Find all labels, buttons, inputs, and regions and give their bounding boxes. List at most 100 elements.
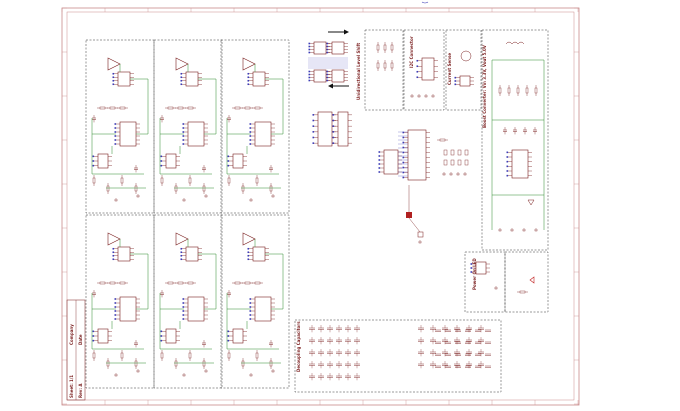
pin-marker	[182, 310, 185, 312]
pin-marker	[249, 135, 252, 137]
pin-marker	[182, 302, 185, 304]
pin-marker	[112, 79, 115, 82]
passive	[464, 159, 469, 166]
pin-marker	[506, 156, 509, 158]
pin-marker	[402, 171, 405, 174]
pin-marker	[160, 160, 163, 162]
ic-body	[187, 296, 205, 322]
ic-body	[252, 71, 266, 87]
ic-body	[187, 121, 205, 147]
resistor	[188, 352, 192, 359]
dashed-section-box	[220, 214, 290, 389]
pin-marker	[227, 160, 230, 162]
pin-marker	[182, 306, 185, 308]
pin-marker	[470, 263, 473, 265]
pin-marker	[247, 83, 250, 86]
pin-marker	[312, 136, 315, 139]
resistor	[99, 106, 106, 110]
pin-marker	[92, 155, 95, 158]
caps-title: Decoupling Capacitors	[296, 321, 301, 372]
title-block-company: Company	[69, 324, 74, 345]
pin-marker	[92, 160, 95, 162]
pin-marker	[312, 114, 315, 116]
resistor	[244, 106, 251, 110]
level-shift-ics	[308, 41, 352, 147]
resistor	[134, 185, 138, 192]
resistor	[498, 87, 502, 94]
dashed-section-box	[464, 251, 506, 313]
resistor	[92, 352, 96, 359]
pin-marker	[249, 143, 252, 145]
pin-marker	[249, 310, 252, 312]
pin-marker	[92, 335, 95, 337]
pin-marker	[249, 127, 252, 129]
ic-body	[232, 153, 244, 169]
pin-marker	[402, 156, 405, 159]
ic-body	[117, 71, 131, 87]
dashed-section-box	[220, 39, 290, 214]
decoupling-capacitor-grid	[309, 325, 491, 381]
pin-marker	[332, 142, 335, 144]
pin-marker	[249, 123, 252, 125]
ic-body	[313, 69, 327, 83]
resistor	[241, 360, 245, 367]
pin-marker	[326, 45, 329, 48]
pin-marker	[308, 73, 311, 76]
pin-marker	[249, 298, 252, 300]
diode	[527, 199, 535, 206]
resistor	[167, 281, 174, 285]
resistor	[383, 44, 387, 51]
dashed-section-box	[153, 39, 223, 214]
ic-body	[331, 69, 345, 83]
opamp	[107, 57, 121, 71]
pin-marker	[114, 310, 117, 312]
power-on-title: Power On LED	[472, 258, 477, 290]
dashed-section-box	[403, 29, 445, 111]
resistor	[160, 352, 164, 359]
pin-marker	[249, 139, 252, 141]
pin-marker	[114, 143, 117, 145]
pin-marker	[378, 159, 381, 161]
pin-marker	[506, 165, 509, 168]
pin-marker	[227, 155, 230, 158]
resistor	[99, 281, 106, 285]
passive	[464, 149, 469, 156]
resistor	[174, 185, 178, 192]
opamp	[175, 232, 189, 246]
resistor	[534, 87, 538, 94]
resistor	[120, 352, 124, 359]
ic-body	[475, 261, 487, 275]
pin-marker	[114, 135, 117, 137]
resistor	[174, 360, 178, 367]
pin-marker	[112, 258, 115, 261]
ic-body	[97, 328, 109, 344]
pin-marker	[92, 164, 95, 167]
dashed-section-box	[364, 29, 404, 111]
ic-body	[383, 149, 399, 175]
pin-marker	[249, 314, 252, 316]
pin-marker	[247, 79, 250, 82]
pin-marker	[182, 127, 185, 129]
pin-marker	[180, 83, 183, 86]
resistor	[244, 281, 251, 285]
dashed-section-box	[445, 29, 482, 111]
resistor	[376, 62, 380, 69]
ic-body	[421, 57, 435, 81]
pin-marker	[180, 258, 183, 261]
resistor	[269, 185, 273, 192]
led-symbol	[529, 276, 535, 284]
pin-marker	[326, 73, 329, 76]
pin-marker	[308, 70, 311, 73]
resistor	[120, 177, 124, 184]
pin-marker	[378, 155, 381, 157]
pin-marker	[332, 125, 335, 127]
pin-marker	[160, 155, 163, 158]
passive	[457, 149, 462, 156]
pin-marker	[506, 174, 509, 177]
passive	[443, 159, 448, 166]
pin-marker	[332, 136, 335, 139]
pin-marker	[312, 119, 315, 122]
title-block-date: Date	[78, 334, 83, 345]
resistor	[376, 44, 380, 51]
